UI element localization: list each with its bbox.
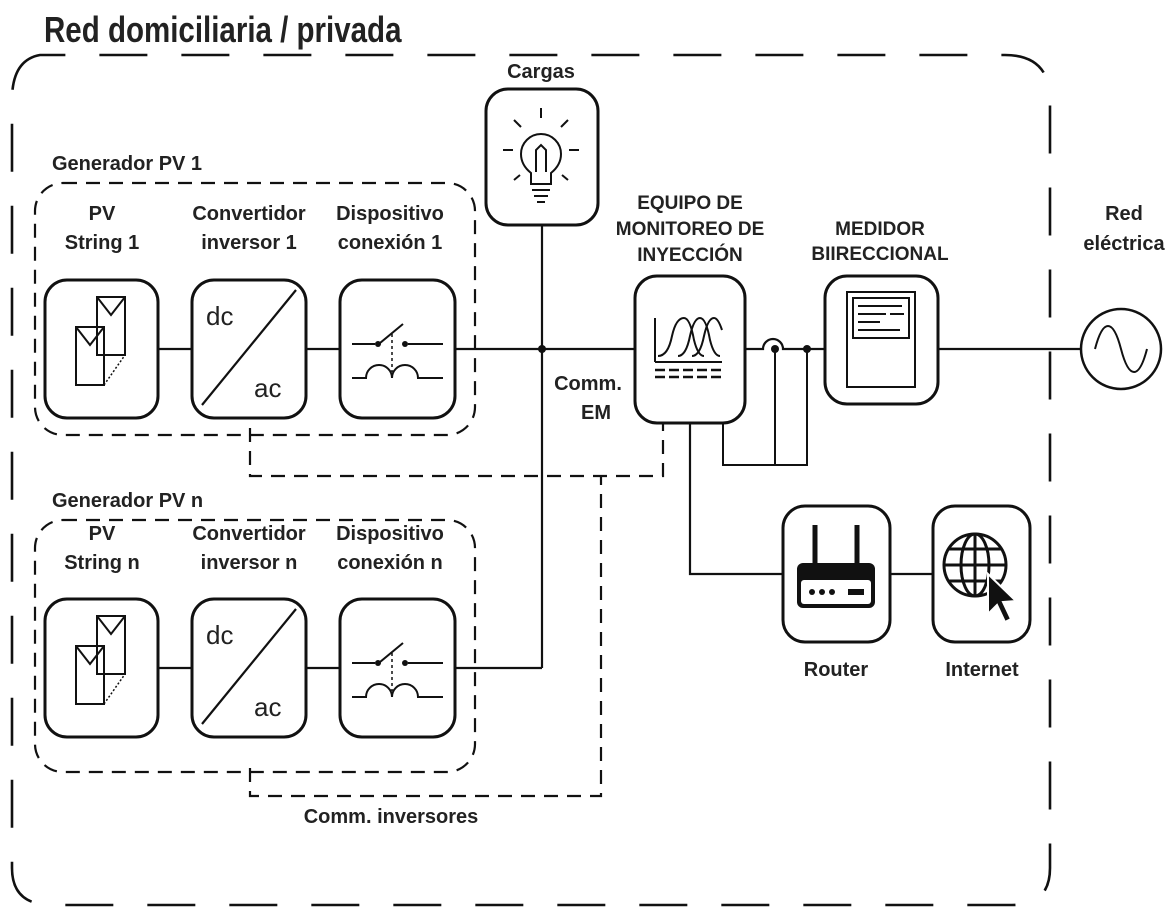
inverter-1-title: Convertidor — [192, 203, 306, 225]
generator-n-group — [33, 518, 477, 774]
monitoring-device — [633, 274, 747, 425]
switch-icon — [352, 323, 443, 379]
monitor-title-1: EQUIPO DE — [637, 193, 743, 214]
monitor-title-2: MONITOREO DE — [616, 219, 765, 240]
device-1-title: Dispositivo — [336, 203, 444, 225]
router-label: Router — [804, 659, 869, 681]
globe-cursor-icon — [942, 532, 1019, 624]
pv-panel-icon — [75, 296, 126, 386]
connection-device-1 — [338, 278, 457, 420]
meter-title-2: BIIRECCIONAL — [811, 244, 949, 265]
router-icon — [797, 525, 875, 608]
pv-string-n — [43, 597, 160, 739]
pv-string-n-title: PV — [89, 523, 116, 545]
generator-1-label: Generador PV 1 — [52, 153, 202, 175]
meter-title-1: MEDIDOR — [835, 219, 925, 240]
ac-source-icon — [1079, 307, 1163, 391]
pv-string-1-title: PV — [89, 203, 116, 225]
connection-device-n — [338, 597, 457, 739]
inverter-icon: dc ac — [201, 608, 297, 725]
internet — [931, 504, 1032, 644]
bidirectional-meter — [823, 274, 940, 406]
svg-text:ac: ac — [254, 373, 281, 403]
inverter-1: dc ac — [190, 278, 308, 420]
svg-text:ac: ac — [254, 692, 281, 722]
inverter-n-subtitle: inversor n — [201, 552, 298, 574]
device-n-title: Dispositivo — [336, 523, 444, 545]
monitor-title-3: INYECCIÓN — [637, 244, 743, 266]
pv-string-n-subtitle: String n — [64, 552, 140, 574]
svg-text:dc: dc — [206, 620, 233, 650]
household-network-border — [10, 53, 1052, 907]
svg-text:dc: dc — [206, 301, 233, 331]
pv-string-1 — [43, 278, 160, 420]
internet-label: Internet — [945, 659, 1019, 681]
inverter-n: dc ac — [190, 597, 308, 739]
inverter-n-title: Convertidor — [192, 523, 306, 545]
switch-icon — [352, 642, 443, 698]
pv-panel-icon — [75, 615, 126, 705]
loads-box — [484, 87, 600, 227]
router — [781, 504, 892, 644]
monitor-chart-icon — [654, 316, 723, 379]
grid-label-2: eléctrica — [1083, 233, 1165, 255]
generator-n-label: Generador PV n — [52, 490, 203, 512]
inverter-icon: dc ac — [201, 289, 297, 406]
comm-inverters-label: Comm. inversores — [304, 806, 479, 828]
comm-em-label-2: EM — [581, 402, 611, 424]
generator-1-group — [33, 181, 477, 437]
page-title: Red domiciliaria / privada — [44, 9, 402, 49]
grid-label-1: Red — [1105, 203, 1143, 225]
pv-string-1-subtitle: String 1 — [65, 232, 139, 254]
meter-icon — [846, 291, 916, 388]
lightbulb-icon — [503, 108, 579, 203]
comm-em-label-1: Comm. — [554, 373, 622, 395]
loads-label: Cargas — [507, 61, 575, 83]
device-1-subtitle: conexión 1 — [338, 232, 442, 254]
inverter-1-subtitle: inversor 1 — [201, 232, 297, 254]
device-n-subtitle: conexión n — [337, 552, 443, 574]
